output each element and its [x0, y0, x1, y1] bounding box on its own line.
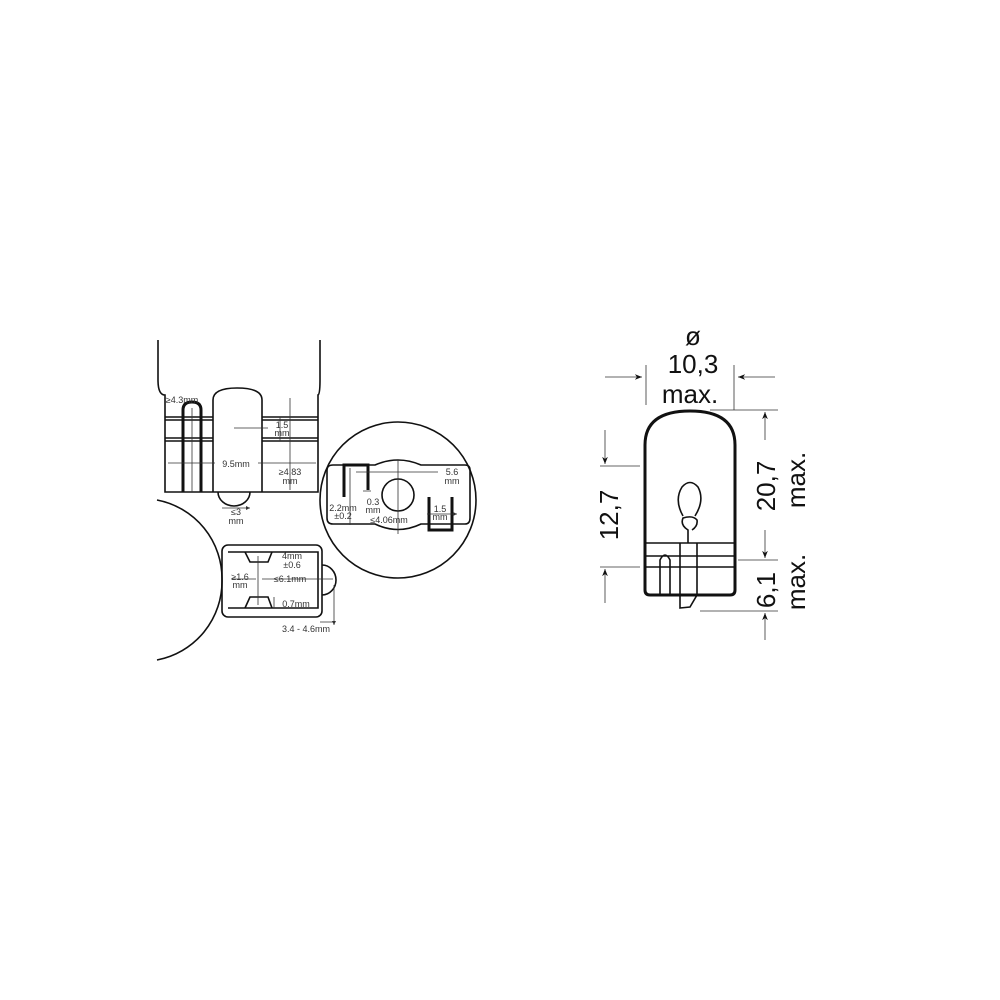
- side-view: 4mm ±0.6 ≥1.6 mm ≤6.1mm 0.7mm 3.4 - 4.6m…: [156, 499, 336, 661]
- top-view: ≥4.3mm 1.5 mm 9.5mm ≥4.83 mm ≤3 mm: [157, 340, 321, 526]
- groove-label: 1.5: [276, 420, 289, 430]
- base-height-unit: mm: [283, 476, 298, 486]
- wire-unit: mm: [366, 505, 381, 515]
- offset-label: 2.2mm: [329, 503, 357, 513]
- diameter-label: 10,3: [668, 349, 719, 379]
- min-gap-unit: mm: [233, 580, 248, 590]
- wire-width-unit: mm: [433, 512, 448, 522]
- contact-tolerance: ±0.6: [283, 560, 300, 570]
- wire-width-label: ≥4.3mm: [166, 395, 198, 405]
- wire-width-label: 1.5: [434, 504, 447, 514]
- base-length-label: ≤6.1mm: [274, 574, 306, 584]
- min-gap-label: ≥1.6: [231, 572, 248, 582]
- tip-width-label: ≤3: [231, 507, 241, 517]
- bulb-drawing: ø 10,3 max. 12,7 20,7 max. 6,1 max.: [594, 321, 811, 640]
- spacing-label: 5.6: [446, 467, 459, 477]
- base-height-max-label: max.: [781, 554, 811, 610]
- glass-height-label: 12,7: [594, 490, 624, 541]
- groove-unit: mm: [275, 428, 290, 438]
- total-height-label: 20,7: [751, 461, 781, 512]
- spacing-unit: mm: [445, 476, 460, 486]
- base-height-label: 6,1: [751, 572, 781, 608]
- base-height-label: ≥4.83: [279, 467, 301, 477]
- total-height-max-label: max.: [781, 452, 811, 508]
- contact-label: 4mm: [282, 551, 302, 561]
- diameter-max-label: max.: [662, 379, 718, 409]
- nub-label: 3.4 - 4.6mm: [282, 624, 330, 634]
- diameter-symbol: ø: [685, 321, 701, 351]
- offset-tolerance: ±0.2: [334, 511, 351, 521]
- thickness-label: ≤4.06mm: [370, 515, 407, 525]
- tip-width-unit: mm: [229, 516, 244, 526]
- contact-thickness-label: 0.7mm: [282, 599, 310, 609]
- wire-label: 0.3: [367, 497, 380, 507]
- base-width-label: 9.5mm: [222, 459, 250, 469]
- end-view: 5.6 mm 2.2mm ±0.2 0.3 mm ≤4.06mm 1.5 mm: [319, 421, 477, 579]
